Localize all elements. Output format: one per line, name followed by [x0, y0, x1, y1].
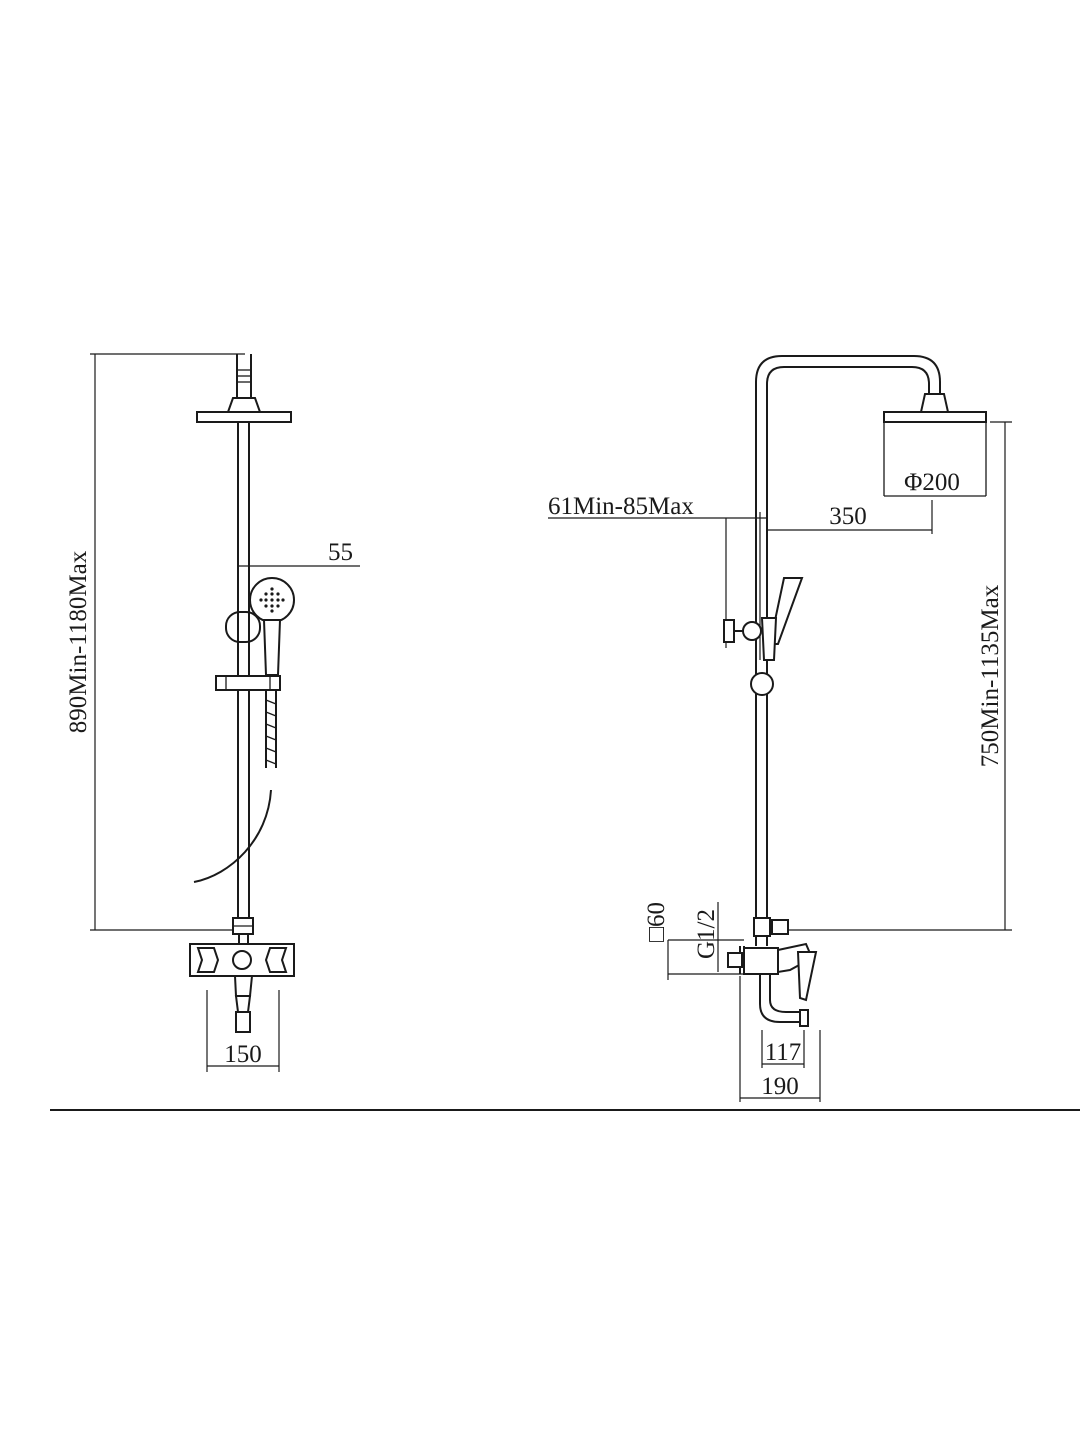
- wall-flange: [727, 946, 745, 974]
- head-height-dimension: [775, 421, 1012, 931]
- handshower-offset-label: 55: [328, 539, 353, 566]
- front-mixer-body: [189, 943, 295, 1033]
- slider-knob: [750, 672, 774, 696]
- spray-nozzles: [259, 587, 285, 613]
- head-diameter-label: Φ200: [904, 469, 960, 496]
- total-depth-label: 190: [761, 1073, 799, 1100]
- side-shower-head: [883, 393, 987, 497]
- flange-dimension: [667, 939, 744, 980]
- diverter-nut: [232, 917, 254, 944]
- main-riser-rail: [237, 422, 250, 918]
- side-diverter: [753, 917, 789, 946]
- mixer-width-label: 150: [224, 1041, 262, 1068]
- wall-bracket: [723, 619, 762, 643]
- front-height-dimension: [90, 353, 245, 931]
- overhead-shower-head: [196, 397, 292, 423]
- slide-bracket: [215, 675, 281, 691]
- shower-hose: [193, 690, 277, 883]
- inlet-thread-label: G1/2: [693, 909, 720, 959]
- total-depth-dimension: [739, 976, 821, 1102]
- arm-adjust-label: 61Min-85Max: [548, 493, 694, 520]
- front-height-label: 890Min-1180Max: [65, 550, 92, 733]
- side-view: Φ200 350 61Min-85Max: [548, 355, 1012, 1102]
- arm-length-dimension: [768, 500, 933, 534]
- head-height-label: 750Min-1135Max: [977, 584, 1004, 767]
- arm-length-label: 350: [829, 503, 867, 530]
- spout-reach-dimension: [761, 1030, 805, 1068]
- handshower-holder: [225, 611, 261, 643]
- top-riser-pipe: [236, 354, 252, 398]
- side-mixer-body: [743, 942, 818, 1027]
- flange-size-label: □60: [643, 902, 670, 942]
- spout-reach-label: 117: [765, 1039, 802, 1066]
- front-view: 890Min-1180Max 55: [65, 353, 360, 1072]
- mixer-width-dimension: [206, 990, 280, 1072]
- side-hand-shower: [760, 577, 804, 661]
- curved-shower-arm: [755, 355, 941, 918]
